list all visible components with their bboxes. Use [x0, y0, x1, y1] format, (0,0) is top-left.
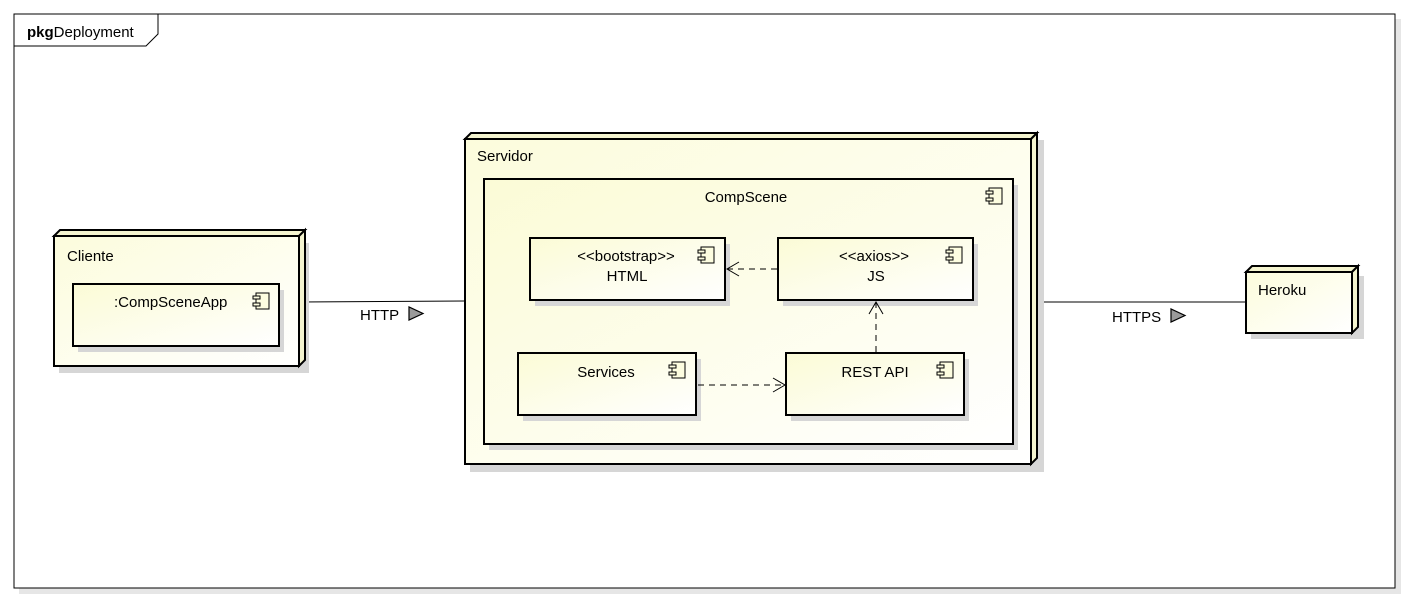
- component-js[interactable]: <<axios>> JS: [777, 237, 978, 306]
- connection-https: HTTPS: [1035, 301, 1246, 326]
- component-services[interactable]: Services: [517, 352, 701, 421]
- https-direction-arrow: [1170, 308, 1187, 323]
- cliente-label: Cliente: [67, 248, 114, 265]
- https-label: HTTPS: [1112, 309, 1161, 326]
- dependency-services-to-restapi: [698, 377, 786, 393]
- html-stereotype: <<bootstrap>>: [577, 248, 675, 265]
- js-stereotype: <<axios>>: [839, 248, 909, 265]
- frame-title: pkgDeployment: [27, 24, 135, 41]
- http-label: HTTP: [360, 307, 399, 324]
- dependency-restapi-to-js: [868, 301, 884, 352]
- node-heroku[interactable]: Heroku: [1243, 263, 1364, 339]
- component-compsceneapp[interactable]: :CompSceneApp: [72, 283, 284, 352]
- html-label: HTML: [607, 268, 648, 285]
- services-label: Services: [577, 364, 635, 381]
- heroku-label: Heroku: [1258, 282, 1306, 299]
- connection-http: HTTP: [299, 300, 465, 324]
- restapi-label: REST API: [841, 364, 908, 381]
- dependency-js-to-html: [726, 261, 777, 277]
- compsceneapp-label: :CompSceneApp: [114, 294, 227, 311]
- component-restapi[interactable]: REST API: [785, 352, 969, 421]
- js-label: JS: [867, 268, 885, 285]
- servidor-label: Servidor: [477, 148, 533, 165]
- http-direction-arrow: [408, 306, 425, 321]
- component-html[interactable]: <<bootstrap>> HTML: [529, 237, 730, 306]
- compscene-label: CompScene: [705, 189, 788, 206]
